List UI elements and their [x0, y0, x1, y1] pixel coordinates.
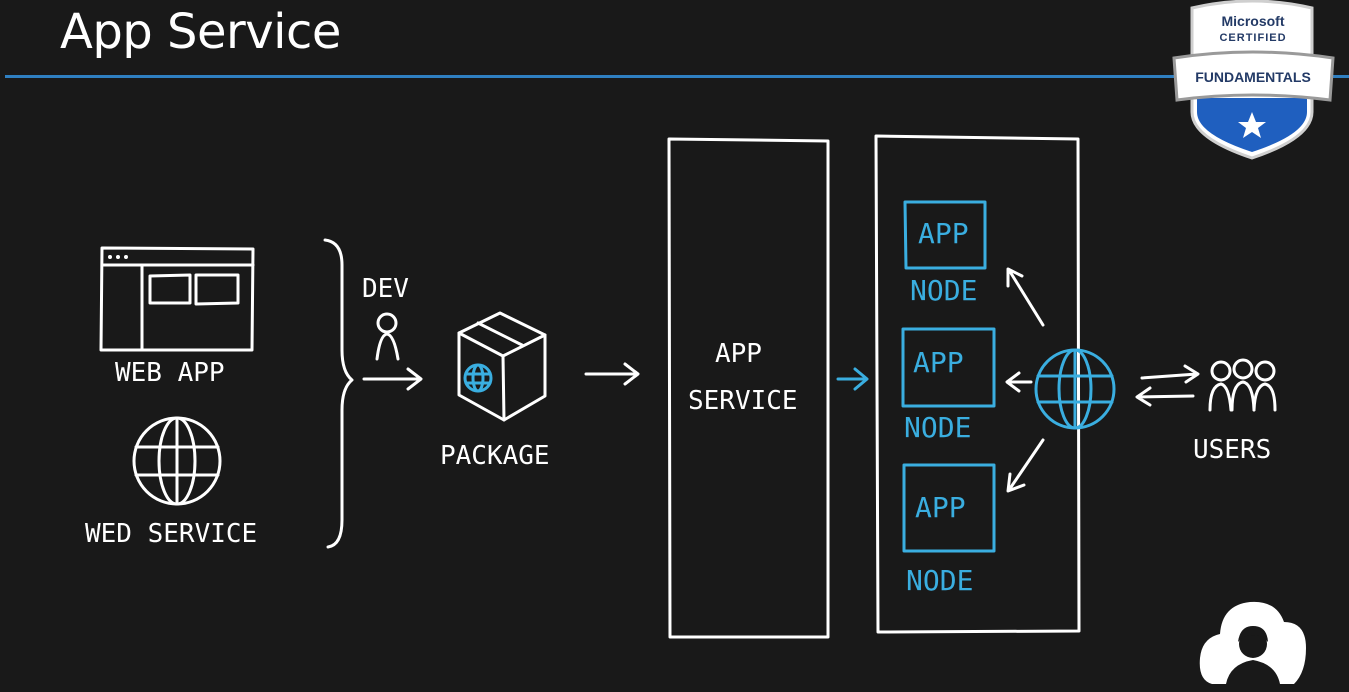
arrow-to-nodes: [836, 367, 869, 391]
node-2-app-label: APP: [913, 346, 964, 379]
users-label: USERS: [1193, 435, 1271, 465]
node-1-node-label: NODE: [910, 274, 977, 307]
users-icon: [1208, 358, 1277, 412]
node-3-app-label: APP: [915, 491, 966, 524]
node-1-app-label: APP: [918, 217, 969, 250]
app-node-2: [901, 327, 996, 408]
web-service-label: WED SERVICE: [85, 519, 257, 549]
arrow-from-users: [1135, 386, 1195, 407]
badge-line2: CERTIFIED: [1219, 32, 1286, 44]
app-service-box: [667, 137, 830, 639]
node-2-node-label: NODE: [904, 411, 971, 444]
app-service-label-line1: APP: [715, 339, 762, 369]
arrow-to-node-1: [1006, 267, 1045, 327]
package-label: PACKAGE: [440, 441, 550, 471]
arrow-to-node-2: [1005, 371, 1033, 393]
arrow-to-node-3: [1006, 438, 1045, 493]
arrow-to-package: [362, 367, 423, 391]
app-service-label-line2: SERVICE: [688, 386, 798, 416]
web-app-icon: [99, 246, 255, 352]
web-app-label: WEB APP: [115, 358, 225, 388]
microsoft-certified-badge: Microsoft CERTIFIED FUNDAMENTALS: [1172, 0, 1335, 160]
grouping-brace: [323, 238, 354, 549]
dev-label: DEV: [362, 274, 409, 304]
package-icon: [457, 311, 547, 422]
app-node-1: [903, 200, 987, 270]
cloud-person-icon: [1199, 601, 1306, 684]
badge-ribbon-text: FUNDAMENTALS: [1195, 69, 1311, 85]
node-cluster-box: [874, 134, 1081, 634]
node-3-node-label: NODE: [906, 564, 973, 597]
title-divider: [5, 75, 1349, 78]
developer-icon: [375, 312, 400, 361]
star-icon: [1238, 112, 1266, 138]
web-service-globe-icon: [132, 416, 222, 506]
load-balancer-globe-icon: [1034, 348, 1116, 430]
badge-line1: Microsoft: [1222, 13, 1285, 29]
app-node-3: [902, 463, 996, 553]
arrow-to-users: [1140, 364, 1200, 384]
arrow-to-app-service: [584, 362, 640, 386]
page-title: App Service: [60, 4, 341, 60]
